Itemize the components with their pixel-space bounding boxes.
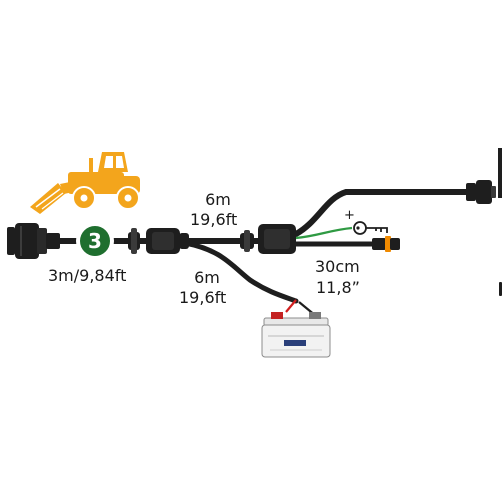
- short-branch-length-cm: 30cm: [315, 257, 360, 276]
- plug-connector-icon: [7, 223, 60, 259]
- battery-positive-wire: [285, 299, 297, 313]
- inline-connector-small: [128, 228, 140, 254]
- right-plug-icon: [466, 180, 496, 204]
- positive-sign: +: [344, 208, 355, 223]
- junction-box: [258, 224, 296, 254]
- inline-connector-large: [146, 228, 189, 254]
- sensor-connector-icon: [372, 236, 400, 252]
- upper-branch-cable: [293, 189, 469, 237]
- cable-number-badge: 3: [76, 222, 114, 260]
- short-branch-length-in: 11,8”: [316, 278, 360, 297]
- battery-icon: [261, 312, 331, 358]
- tractor-loader-icon: [30, 152, 140, 214]
- inline-connector-mid: [240, 230, 254, 252]
- main-cable-length-label: 3m/9,84ft: [48, 266, 127, 285]
- upper-branch-length-m: 6m: [205, 190, 231, 209]
- upper-branch-length-ft: 19,6ft: [190, 210, 238, 229]
- svg-text:3: 3: [88, 229, 102, 253]
- lower-branch-length-m: 6m: [194, 268, 220, 287]
- ignition-wire: [295, 226, 353, 240]
- lower-branch-length-ft: 19,6ft: [179, 288, 227, 307]
- key-icon: [353, 221, 388, 235]
- edge-fragment: [498, 148, 502, 198]
- edge-fragment-lower: [499, 282, 502, 296]
- battery-cable: [182, 240, 299, 304]
